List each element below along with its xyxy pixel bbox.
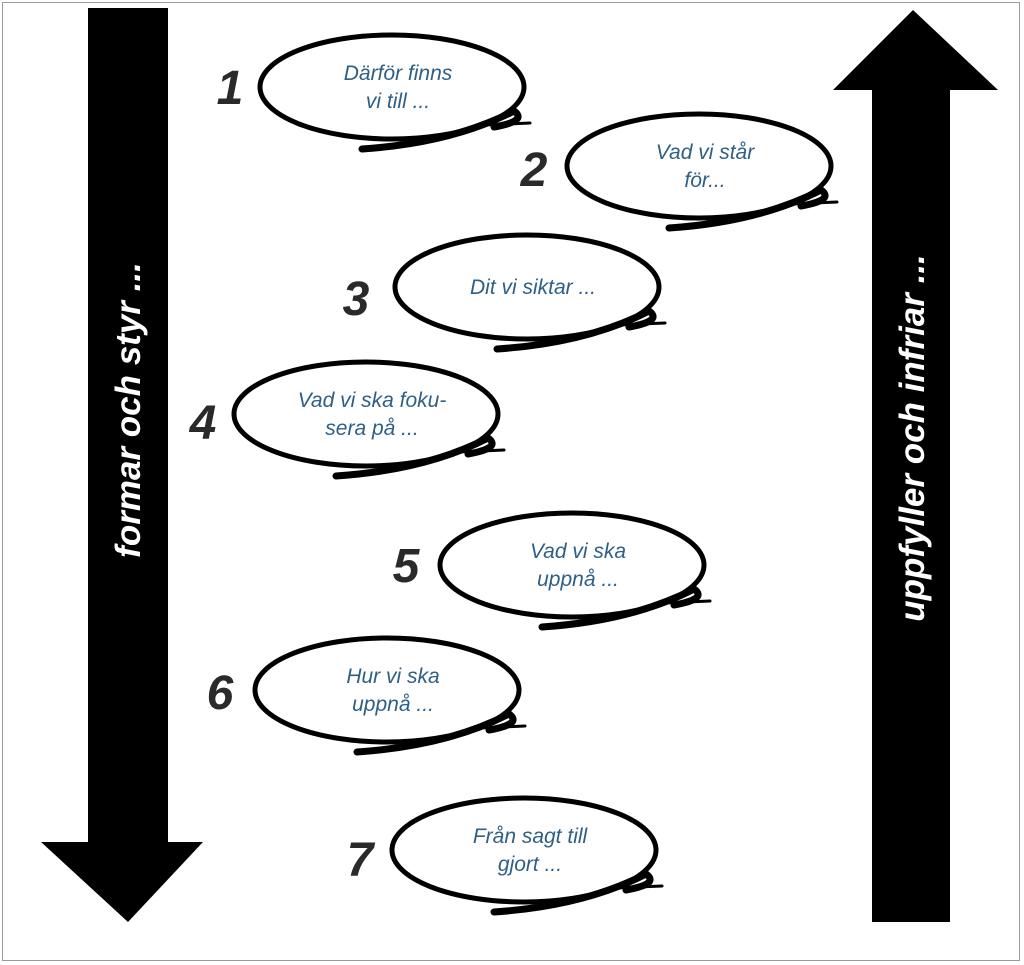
step-7-ellipse bbox=[389, 795, 659, 905]
step-4-text-line-1: Vad vi ska foku- bbox=[298, 389, 447, 412]
step-2-brush-tail bbox=[665, 185, 829, 232]
step-1: 1 Därför finns vi till ... bbox=[217, 32, 532, 153]
step-5-ellipse bbox=[437, 510, 707, 620]
step-3-text-line-1: Dit vi siktar ... bbox=[470, 276, 596, 299]
step-1-text-line-2: vi till ... bbox=[366, 90, 430, 113]
step-3: 3 Dit vi siktar ... bbox=[343, 232, 667, 353]
step-5-text-line-2: uppnå ... bbox=[537, 568, 619, 591]
step-5-brush-flick bbox=[662, 599, 712, 605]
step-6-brush-tail bbox=[353, 709, 517, 756]
left-arrow: formar och styr ... bbox=[41, 8, 203, 922]
step-3-number: 3 bbox=[343, 273, 370, 326]
step-4-brush-flick bbox=[456, 448, 506, 454]
step-2: 2 Vad vi står för... bbox=[520, 111, 839, 232]
step-3-brush-flick bbox=[617, 321, 667, 327]
step-5-text-line-1: Vad vi ska bbox=[530, 540, 626, 563]
step-4-number: 4 bbox=[189, 397, 217, 450]
step-4-text-line-2: sera på ... bbox=[325, 417, 418, 440]
step-2-brush-flick bbox=[789, 200, 839, 206]
step-7: 7 Från sagt till gjort ... bbox=[347, 795, 664, 916]
left-arrow-label: formar och styr ... bbox=[109, 262, 148, 558]
right-arrow-label: uppfyller och infriar ... bbox=[893, 254, 932, 622]
step-3-ellipse bbox=[392, 232, 662, 342]
step-2-number: 2 bbox=[520, 144, 548, 197]
step-4: 4 Vad vi ska foku-sera på ... bbox=[189, 359, 506, 480]
step-4-brush-tail bbox=[332, 433, 496, 480]
step-5: 5 Vad vi ska uppnå ... bbox=[393, 510, 712, 631]
step-4-ellipse bbox=[231, 359, 501, 469]
step-1-text-line-1: Därför finns bbox=[344, 62, 453, 85]
right-arrow: uppfyller och infriar ... bbox=[833, 10, 998, 922]
step-6-brush-flick bbox=[477, 724, 527, 730]
step-7-text-line-1: Från sagt till bbox=[473, 825, 589, 848]
left-arrow-shape bbox=[41, 8, 203, 922]
step-6: 6 Hur vi ska uppnå ... bbox=[207, 635, 527, 756]
step-7-text-line-2: gjort ... bbox=[498, 853, 562, 876]
steps-group: 1 Därför finns vi till ... 2 Vad vi står för.… bbox=[189, 32, 839, 916]
step-2-text-line-2: för... bbox=[684, 169, 725, 192]
step-6-ellipse bbox=[252, 635, 522, 745]
step-1-brush-flick bbox=[482, 121, 532, 127]
step-5-brush-tail bbox=[538, 584, 702, 631]
step-1-ellipse bbox=[257, 32, 527, 142]
right-arrow-shape bbox=[833, 10, 998, 922]
step-2-text-line-1: Vad vi står bbox=[656, 141, 755, 164]
step-1-number: 1 bbox=[217, 62, 244, 115]
step-6-number: 6 bbox=[207, 667, 234, 720]
step-3-brush-tail bbox=[493, 306, 657, 353]
step-1-brush-tail bbox=[358, 106, 522, 153]
step-2-ellipse bbox=[564, 111, 834, 221]
step-5-number: 5 bbox=[393, 540, 421, 593]
step-7-number: 7 bbox=[347, 834, 376, 887]
step-7-brush-flick bbox=[614, 884, 664, 890]
step-6-text-line-2: uppnå ... bbox=[352, 693, 434, 716]
step-6-text-line-1: Hur vi ska bbox=[346, 665, 439, 688]
step-7-brush-tail bbox=[490, 869, 654, 916]
